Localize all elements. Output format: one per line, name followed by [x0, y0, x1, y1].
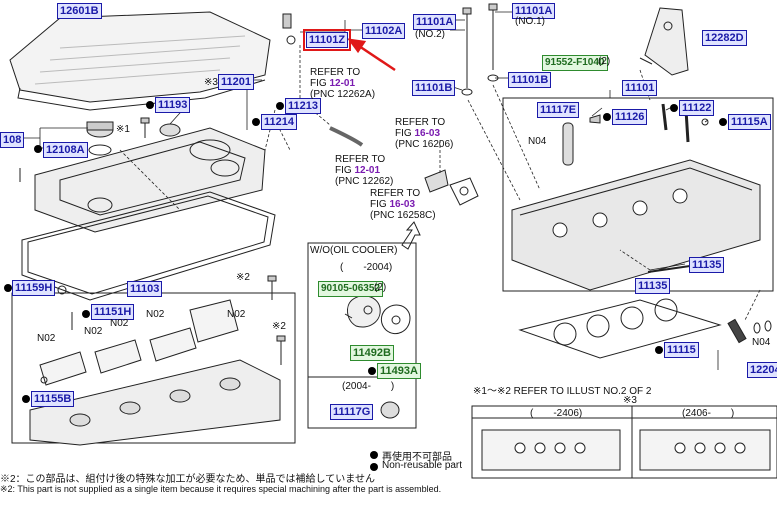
refer-pnc: (PNC 12262A): [310, 89, 376, 100]
label-n04-injector: N04: [752, 337, 771, 348]
refer-fig-number[interactable]: 16-03: [414, 128, 441, 139]
part-label-11115A[interactable]: 11115A: [728, 114, 771, 130]
label-n02-e: N02: [37, 333, 56, 344]
part-label-12108A[interactable]: 12108A: [43, 142, 88, 158]
part-label-11101B-a[interactable]: 11101B: [508, 72, 552, 88]
label-n02-b: N02: [146, 309, 165, 320]
part-label-11493A[interactable]: 11493A: [377, 363, 421, 379]
illust-reference-note: ※1～※2 REFER TO ILLUST NO.2 OF 2: [473, 386, 652, 397]
label-n02-c: N02: [227, 309, 246, 320]
non-reusable-mark: [719, 118, 727, 126]
refer-fig-number[interactable]: 16-03: [389, 199, 416, 210]
non-reusable-mark: [655, 346, 663, 354]
part-label-11135-a[interactable]: 11135: [689, 257, 725, 273]
refer-pnc: (PNC 12262): [335, 176, 394, 187]
part-label-11117G[interactable]: 11117G: [330, 404, 374, 420]
part-label-11122[interactable]: 11122: [679, 100, 715, 116]
part-label-11151H[interactable]: 11151H: [91, 304, 135, 320]
part-91552-F1040-qty: (2): [598, 56, 611, 67]
refer-fig-number[interactable]: 12-01: [329, 78, 356, 89]
footnote-en: ※2: This part is not supplied as a singl…: [0, 484, 442, 494]
label-n02-a: N02: [110, 318, 129, 329]
part-label-11101A-no1[interactable]: 11101A: [512, 3, 556, 19]
part-label-11117E[interactable]: 11117E: [537, 102, 580, 118]
date-range-to-2004: ( -2004): [340, 262, 393, 273]
non-reusable-mark: [146, 101, 154, 109]
part-label-11159H[interactable]: 11159H: [12, 280, 56, 296]
part-label-11135-b[interactable]: 11135: [635, 278, 671, 294]
refer-fig-prefix: FIG: [310, 78, 330, 89]
note-mark-x2-b: ※2: [272, 321, 286, 332]
part-label-11115[interactable]: 11115: [664, 342, 699, 358]
part-label-11492B[interactable]: 11492B: [350, 345, 394, 361]
note-mark-x3-variant: ※3: [623, 395, 637, 406]
part-label-90105-06352[interactable]: 90105-06352: [318, 281, 383, 297]
label-n04-head: N04: [528, 136, 547, 147]
refer-to-fig-12-01-b[interactable]: REFER TO FIG 12-01 (PNC 12262): [335, 154, 393, 187]
refer-fig-prefix: FIG: [395, 128, 415, 139]
refer-to-fig-16-03-a[interactable]: REFER TO FIG 16-03 (PNC 16206): [395, 117, 453, 150]
non-reusable-mark: [22, 395, 30, 403]
part-label-11193[interactable]: 11193: [155, 97, 191, 113]
refer-to-text: REFER TO: [310, 67, 361, 78]
part-label-11126[interactable]: 11126: [612, 109, 648, 125]
date-range-from-2004: (2004- ): [342, 381, 395, 392]
date-range-to-2406: ( -2406): [530, 408, 583, 419]
note-mark-x2-a: ※2: [236, 272, 250, 283]
part-label-11201[interactable]: 11201: [218, 74, 254, 90]
part-11101A-no1-suffix: (NO.1): [515, 16, 545, 27]
refer-pnc: (PNC 16258C): [370, 210, 436, 221]
refer-pnc: (PNC 16206): [395, 139, 454, 150]
non-reusable-mark: [4, 284, 12, 292]
part-label-11101B-b[interactable]: 11101B: [412, 80, 456, 96]
refer-to-fig-12-01-a[interactable]: REFER TO FIG 12-01 (PNC 12262A): [310, 67, 375, 100]
non-reusable-mark: [368, 367, 376, 375]
non-reusable-mark: [34, 145, 42, 153]
refer-fig-line: FIG 16-03: [370, 199, 436, 210]
legend-non-reusable-jp: 再使用不可部品: [382, 452, 452, 463]
refer-fig-prefix: FIG: [335, 165, 355, 176]
non-reusable-mark: [252, 118, 260, 126]
part-label-11155B[interactable]: 11155B: [31, 391, 75, 407]
legend-dot-jp: [370, 451, 378, 459]
part-11101A-no2-suffix: (NO.2): [415, 29, 445, 40]
refer-fig-number[interactable]: 12-01: [354, 165, 381, 176]
legend-non-reusable-en: Non-reusable part: [382, 460, 463, 471]
part-label-11214[interactable]: 11214: [261, 114, 297, 130]
part-label-11101Z[interactable]: 11101Z: [302, 29, 352, 51]
non-reusable-mark: [82, 310, 90, 318]
part-label-11213[interactable]: 11213: [285, 98, 321, 114]
refer-fig-line: FIG 12-01: [310, 78, 375, 89]
refer-to-text: REFER TO: [370, 188, 421, 199]
date-range-from-2406: (2406- ): [682, 408, 735, 419]
part-label-11101[interactable]: 11101: [622, 80, 658, 96]
oil-cooler-title: W/O(OIL COOLER): [310, 245, 398, 256]
part-label-108[interactable]: 108: [0, 132, 25, 148]
part-label-11103[interactable]: 11103: [127, 281, 163, 297]
non-reusable-mark: [276, 102, 284, 110]
part-label-11101A-no2[interactable]: 11101A: [413, 14, 457, 30]
non-reusable-mark: [670, 104, 678, 112]
refer-to-text: REFER TO: [395, 117, 446, 128]
part-label-91552-F1040[interactable]: 91552-F1040: [542, 55, 608, 71]
note-mark-x1: ※1: [116, 124, 130, 135]
note-mark-x3: ※3: [204, 77, 218, 88]
label-n02-d: N02: [84, 326, 103, 337]
part-label-12601B[interactable]: 12601B: [57, 3, 102, 19]
refer-fig-line: FIG 16-03: [395, 128, 453, 139]
part-90105-06352-qty: (2): [374, 282, 387, 293]
refer-fig-line: FIG 12-01: [335, 165, 393, 176]
refer-to-text: REFER TO: [335, 154, 386, 165]
legend-dot-en: [370, 463, 378, 471]
part-label-12282D[interactable]: 12282D: [702, 30, 747, 46]
part-label-11102A[interactable]: 11102A: [362, 23, 406, 39]
non-reusable-mark: [603, 113, 611, 121]
footnote-jp: ※2：この部品は、組付け後の特殊な加工が必要なため、単品では補給していません: [0, 474, 375, 485]
refer-to-fig-16-03-b[interactable]: REFER TO FIG 16-03 (PNC 16258C): [370, 188, 436, 221]
part-label-12204[interactable]: 12204: [747, 362, 777, 378]
refer-fig-prefix: FIG: [370, 199, 390, 210]
